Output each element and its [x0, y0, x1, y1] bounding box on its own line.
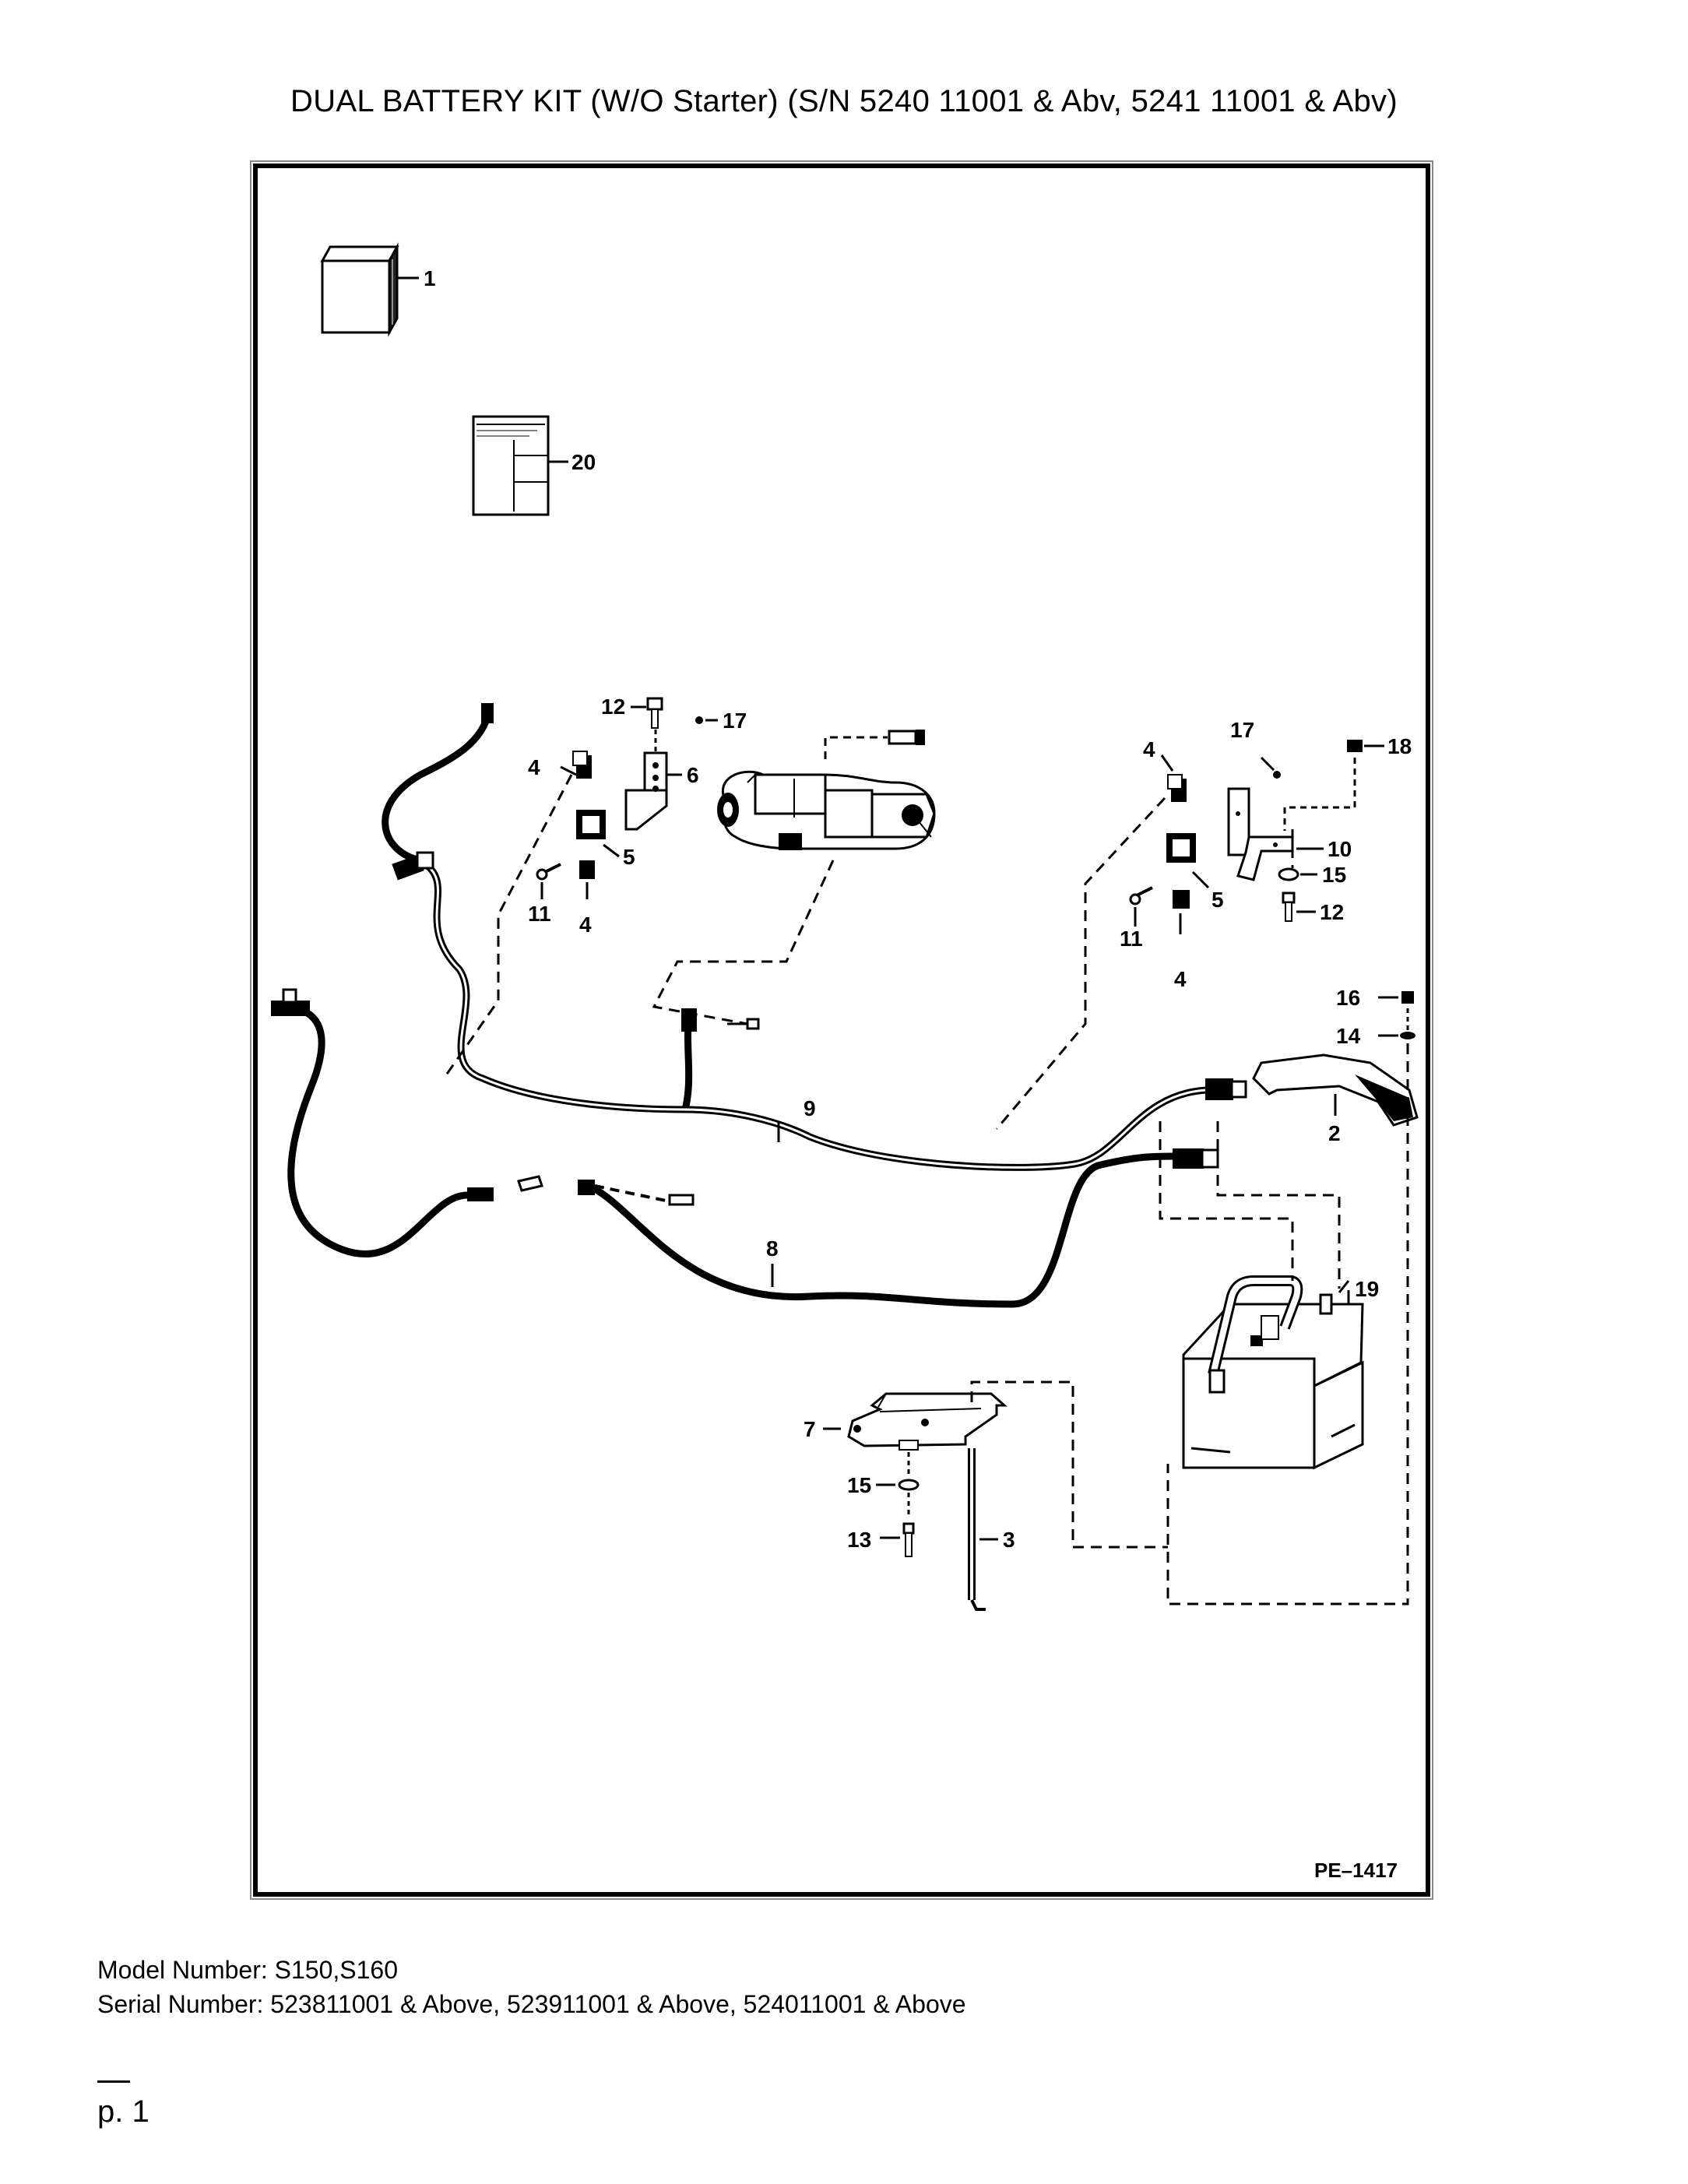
callout-4-left-top: 4: [528, 755, 540, 779]
callout-17-right: 17: [1230, 718, 1254, 742]
starter-motor: [717, 730, 936, 850]
page-number: p. 1: [97, 2094, 149, 2129]
harness-8-terminals: [271, 988, 1219, 1206]
callout-8: 8: [766, 1236, 779, 1261]
diagram-canvas: 1 20 12 17 4 6 5 11 4 4 17 18 10 15 12 5…: [250, 160, 1433, 1900]
model-number: Model Number: S150,S160: [97, 1956, 398, 1984]
callout-15-lower: 15: [847, 1473, 871, 1497]
callout-14: 14: [1336, 1024, 1361, 1048]
callout-5-right: 5: [1211, 888, 1224, 912]
diagram-inner-border: [253, 164, 1430, 1897]
dashed-leader-lines: [442, 774, 1409, 1605]
callout-4-right-top: 4: [1143, 737, 1155, 761]
callout-2: 2: [1328, 1121, 1341, 1145]
callout-15-right: 15: [1322, 863, 1346, 887]
diagram-code: PE–1417: [1314, 1859, 1398, 1882]
part-19-battery: [1182, 1275, 1364, 1470]
callout-12-left: 12: [601, 695, 625, 719]
callout-11-left: 11: [528, 902, 551, 926]
part-3-rod: [968, 1448, 998, 1611]
left-switch-assembly: [536, 751, 620, 899]
callout-1: 1: [424, 266, 436, 290]
callout-labels: 1 20 12 17 4 6 5 11 4 4 17 18 10 15 12 5…: [424, 266, 1412, 1552]
part-2-clamp: [1252, 991, 1419, 1127]
callout-12-right: 12: [1320, 900, 1344, 924]
part-10-bracket: [1227, 740, 1384, 922]
right-switch-assembly: [1129, 754, 1210, 934]
callout-4-left-bottom: 4: [579, 913, 592, 937]
part-8-harness: [287, 1004, 1180, 1308]
callout-3: 3: [1003, 1528, 1015, 1552]
callout-16: 16: [1336, 986, 1360, 1010]
callout-7: 7: [804, 1417, 816, 1441]
callout-10: 10: [1328, 837, 1352, 861]
callout-5-left: 5: [623, 845, 635, 869]
callout-9: 9: [804, 1096, 816, 1120]
callout-17-left: 17: [723, 709, 747, 733]
callout-4-right-bottom: 4: [1174, 967, 1187, 991]
callout-11-right: 11: [1120, 927, 1143, 951]
callout-13: 13: [847, 1528, 871, 1552]
part-7-battery-tray: [823, 1392, 1008, 1557]
callout-18: 18: [1387, 734, 1412, 758]
part-20-decal: [472, 415, 568, 516]
part-1-manual: [320, 242, 419, 337]
callout-6: 6: [687, 763, 699, 787]
harness-9-terminals: [392, 703, 1247, 1100]
serial-number: Serial Number: 523811001 & Above, 523911…: [97, 1990, 966, 2018]
page-divider: [97, 2080, 130, 2083]
page-title: DUAL BATTERY KIT (W/O Starter) (S/N 5240…: [290, 84, 1398, 118]
harness-9-outline: [420, 860, 1208, 1169]
callout-19: 19: [1355, 1277, 1379, 1301]
part-6-bracket: [624, 697, 718, 831]
small-nut: [746, 1018, 760, 1030]
callout-20: 20: [571, 450, 596, 474]
diagram-outer-border: [250, 160, 1433, 1900]
parts-diagram: 1 20 12 17 4 6 5 11 4 4 17 18 10 15 12 5…: [249, 160, 1434, 1901]
